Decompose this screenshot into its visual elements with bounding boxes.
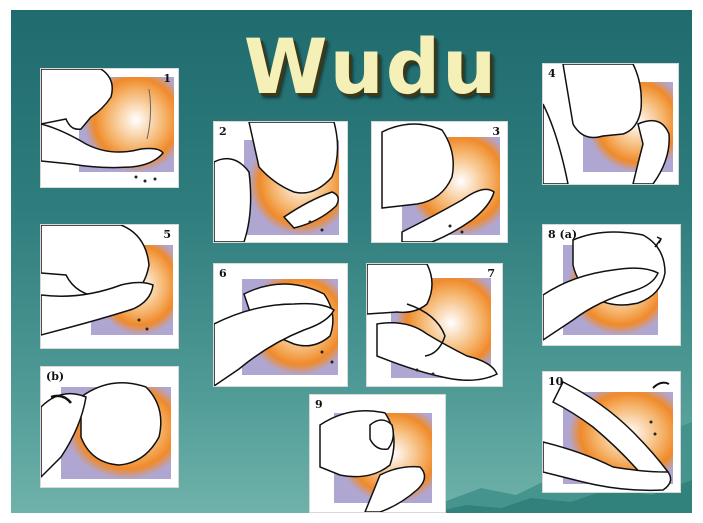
step-8a-illustration (543, 225, 680, 345)
step-9-illustration (310, 395, 445, 512)
step-number: 3 (492, 125, 500, 138)
step-panel-1: 1 (40, 68, 179, 188)
step-panel-8a: 8 (a) (542, 224, 681, 346)
step-panel-7: 7 (366, 263, 503, 387)
step-7-illustration (367, 264, 502, 386)
step-panel-6: 6 (213, 263, 348, 387)
step-3-illustration (372, 122, 507, 242)
step-number: 7 (487, 267, 495, 280)
step-6-illustration (214, 264, 347, 386)
step-number: 9 (315, 398, 323, 411)
step-number: 6 (219, 267, 227, 280)
step-number: 10 (548, 375, 563, 388)
step-number: 1 (163, 72, 171, 85)
step-1-illustration (41, 69, 178, 187)
step-panel-8b: (b) (40, 366, 179, 488)
step-5-illustration (41, 225, 178, 348)
step-panel-10: 10 (542, 371, 681, 493)
step-2-illustration (214, 122, 347, 242)
step-10-illustration (543, 372, 680, 492)
step-number: (b) (46, 370, 64, 383)
step-panel-2: 2 (213, 121, 348, 243)
step-number: 5 (163, 228, 171, 241)
step-panel-5: 5 (40, 224, 179, 349)
step-panel-4: 4 (542, 63, 679, 185)
page-title: Wudu (221, 22, 521, 112)
step-4-illustration (543, 64, 678, 184)
step-panel-3: 3 (371, 121, 508, 243)
step-number: 8 (a) (548, 228, 577, 241)
step-number: 4 (548, 67, 556, 80)
slide: Wudu 1 (11, 10, 692, 513)
step-8b-illustration (41, 367, 178, 487)
step-panel-9: 9 (309, 394, 446, 513)
step-number: 2 (219, 125, 227, 138)
